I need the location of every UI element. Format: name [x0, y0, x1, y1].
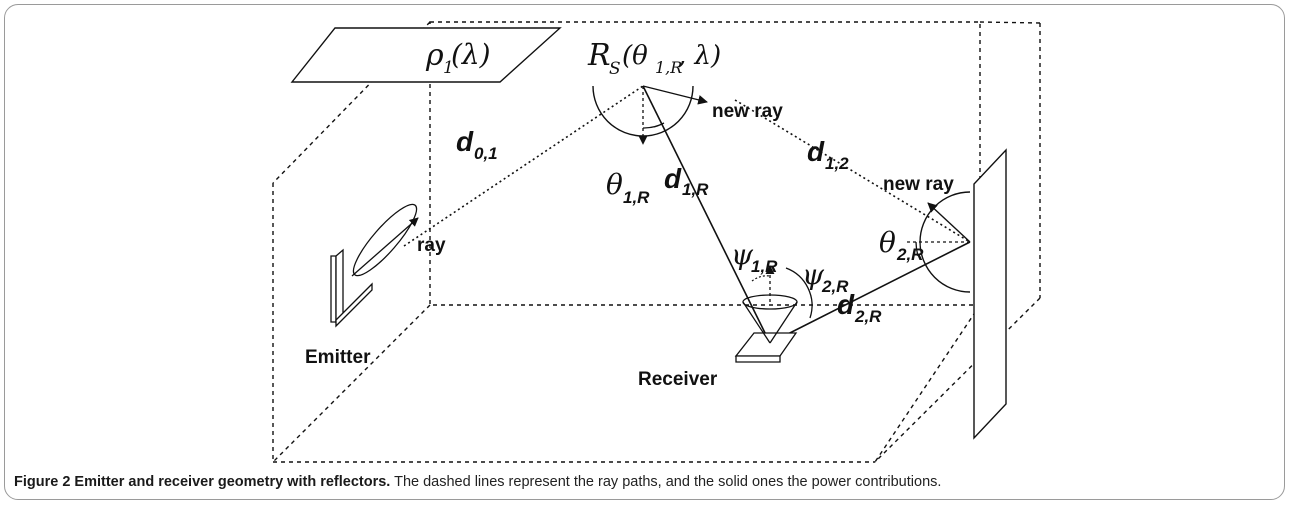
receiver-base-side — [735, 355, 781, 363]
label-rho: ρ 1 (λ) — [425, 38, 491, 78]
rs-symbol: R — [587, 38, 611, 73]
power-line-d2R — [769, 241, 971, 344]
label-receiver: Receiver — [638, 369, 718, 390]
psi2R-arc — [785, 267, 813, 319]
label-psi1R: ψ 1,R — [731, 238, 778, 276]
label-d2R: d 2,R — [837, 289, 882, 326]
label-d1R: d 1,R — [664, 163, 709, 199]
d12-symbol: d — [807, 136, 825, 167]
figure-caption: Figure 2 Emitter and receiver geometry w… — [14, 474, 1279, 490]
theta1R-arc — [642, 122, 665, 129]
emitter-device — [330, 203, 418, 328]
psi1R-subscript: 1,R — [751, 257, 778, 276]
label-psi2R: ψ 2,R — [802, 258, 849, 296]
label-emitter: Emitter — [305, 347, 371, 368]
psi2R-subscript: 2,R — [821, 277, 849, 296]
d01-symbol: d — [456, 126, 474, 157]
psi1R-symbol: ψ — [731, 238, 754, 271]
ceiling-reflector-shape — [290, 27, 562, 83]
geometry-diagram: ρ 1 (λ) R S (θ 1,R , λ) new ray new ray … — [272, 21, 1041, 463]
wall-reflector-shape — [973, 148, 1007, 440]
theta1R-subscript: 1,R — [623, 188, 650, 207]
label-theta1R: θ 1,R — [606, 168, 650, 207]
theta2R-subscript: 2,R — [896, 245, 924, 264]
label-new-ray-right: new ray — [883, 174, 954, 195]
rho-symbol: ρ — [425, 38, 444, 73]
theta1R-symbol: θ — [606, 168, 623, 201]
d01-subscript: 0,1 — [474, 144, 498, 163]
figure-frame — [4, 4, 1285, 500]
ray-path-d12 — [734, 99, 971, 243]
theta2R-arc — [915, 241, 919, 257]
psi2R-symbol: ψ — [802, 258, 825, 291]
label-new-ray-top: new ray — [712, 101, 783, 122]
power-line-d1R — [642, 85, 771, 344]
d1R-subscript: 1,R — [682, 180, 709, 199]
rs-args-b: , λ) — [678, 41, 721, 71]
d2R-symbol: d — [837, 289, 855, 320]
label-d12: d 1,2 — [807, 136, 849, 173]
caption-title: Figure 2 Emitter and receiver geometry w… — [14, 474, 391, 490]
label-d01: d 0,1 — [456, 126, 498, 163]
rs-args-sub: 1,R — [655, 58, 682, 77]
ray-path-d01 — [403, 85, 644, 247]
label-ray: ray — [417, 235, 446, 256]
theta2R-symbol: θ — [879, 226, 896, 259]
rs-args-a: (θ — [622, 41, 648, 71]
wall-new-ray-arrow — [927, 202, 971, 243]
label-rs: R S (θ 1,R , λ) — [587, 38, 721, 79]
caption-text: The dashed lines represent the ray paths… — [390, 474, 942, 490]
d12-subscript: 1,2 — [825, 154, 849, 173]
d1R-symbol: d — [664, 163, 682, 194]
rs-subscript: S — [609, 59, 621, 79]
rho-argument: (λ) — [451, 38, 491, 71]
receiver-cone — [742, 301, 798, 344]
emitter-ray-arrow — [351, 217, 419, 277]
psi1R-arc — [751, 275, 771, 282]
d2R-subscript: 2,R — [854, 307, 882, 326]
ceiling-new-ray-arrow — [642, 85, 708, 105]
label-theta2R: θ 2,R — [879, 226, 924, 264]
rho-subscript: 1 — [443, 58, 454, 78]
